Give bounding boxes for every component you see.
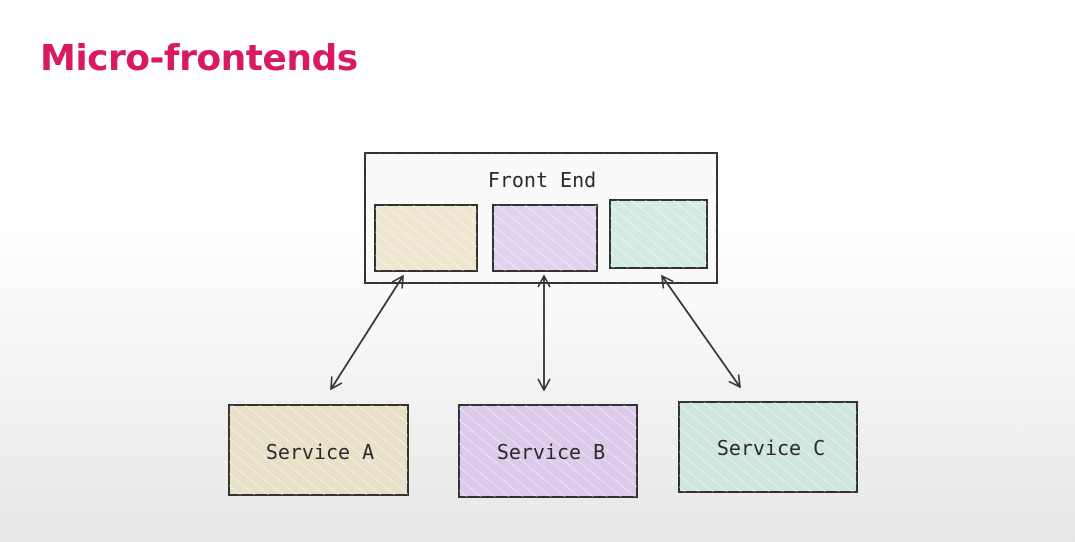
front-end-slot-a <box>374 204 478 272</box>
slide-title: Micro-frontends <box>40 38 358 79</box>
service-a-box: Service A <box>228 404 409 496</box>
front-end-label: Front End <box>488 168 596 192</box>
service-a-label: Service A <box>266 440 374 464</box>
service-c-box: Service C <box>678 401 858 493</box>
service-c-label: Service C <box>717 436 825 460</box>
connector-c-arrow <box>661 274 741 389</box>
service-b-box: Service B <box>458 404 638 498</box>
service-b-label: Service B <box>497 440 605 464</box>
front-end-slot-b <box>492 204 598 272</box>
connector-a-arrow <box>330 274 404 391</box>
front-end-slot-c <box>609 199 708 269</box>
